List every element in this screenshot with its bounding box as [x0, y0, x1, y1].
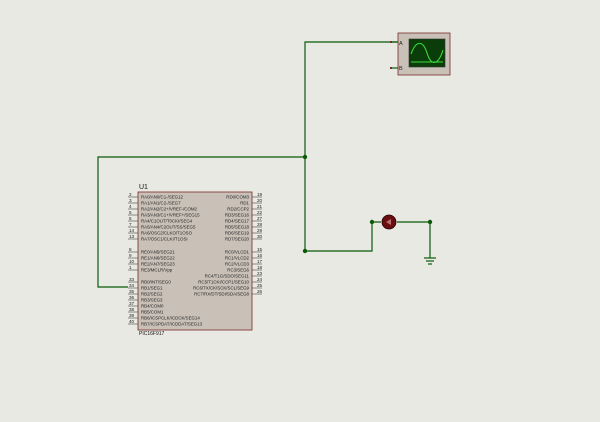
mcu-pin-number: 33	[129, 277, 135, 282]
mcu-pin-number: 22	[257, 210, 263, 215]
mcu-pin-number: 29	[257, 228, 263, 233]
mcu-pin-number: 28	[257, 222, 263, 227]
mcu-pin-label: RE3/MCLR/Vpp	[141, 268, 173, 273]
mcu-pin-number: 25	[257, 283, 263, 288]
mcu-pin-label: RA6/OSC2/CLKO/T1OSO	[141, 231, 193, 236]
mcu-pin-label: RB7/ICSPDAT/ICDDAT/SEG13	[141, 322, 203, 327]
mcu-pin-number: 30	[257, 234, 263, 239]
mcu-pin-label: RB4/COM0	[141, 304, 164, 309]
mcu-pin-label: RC2/VLCD3	[225, 262, 250, 267]
mcu-pin-number: 9	[129, 253, 132, 258]
mcu-pin-number: 27	[257, 216, 263, 221]
mcu-pin-label: RC0/VLCD1	[225, 250, 250, 255]
mcu-pin-label: RA3/AN3/C1+/VREF+/SEG15	[141, 213, 200, 218]
mcu-pin-number: 37	[129, 301, 135, 306]
mcu-pin-number: 3	[129, 198, 132, 203]
mcu-pin-label: RC6/TX/CK/SCK/SCL/SEG9	[193, 286, 249, 291]
led-symbol	[386, 219, 391, 225]
led-component[interactable]	[381, 214, 397, 230]
mcu-pin-label: RB6/ICSPCLK/ICDCK/SEG14	[141, 316, 200, 321]
mcu-pin-label: RD1	[240, 201, 249, 206]
wire-osc-a-top	[304, 41, 398, 157]
mcu-pin-label: RD3/SEG16	[225, 213, 250, 218]
mcu-pin-label: RE0/AN5/SEG21	[141, 250, 175, 255]
mcu-pin-number: 16	[257, 253, 263, 258]
mcu-pin-label: RB5/COM1	[141, 310, 164, 315]
mcu-pin-number: 4	[129, 204, 132, 209]
mcu-part-name: PIC16F917	[139, 331, 165, 337]
mcu-pin-label: RD5/SEG18	[225, 225, 250, 230]
oscilloscope-terminal-a[interactable]	[390, 41, 392, 43]
mcu-pin-number: 26	[257, 289, 263, 294]
junction-dot-2	[302, 248, 308, 254]
mcu-pin-label: RD6/SEG19	[225, 231, 250, 236]
mcu-pin-number: 23	[257, 271, 263, 276]
junction-dot-1	[302, 154, 308, 160]
mcu-pin-label: RA1/AN1/C2-/SEG7	[141, 201, 181, 206]
mcu-pin-label: RD0/COM3	[226, 195, 249, 200]
mcu-pin-label: RC5/T1CKI/CCP1/SEG10	[198, 280, 249, 285]
mcu-pin-number: 6	[129, 216, 132, 221]
mcu-pin-label: RD2/CCP2	[227, 207, 249, 212]
mcu-pin-label: RC4/T1G/SDO/SEG11	[205, 274, 250, 279]
junction-dot-3	[369, 219, 375, 225]
wire-vertical-to-led	[304, 157, 381, 252]
mcu-pin-number: 7	[129, 222, 132, 227]
mcu-pin-number: 13	[129, 234, 135, 239]
mcu-pin-label: RC7/RX/DT/SDI/SDA/SEG8	[194, 292, 249, 297]
mcu-pin-number: 2	[129, 192, 132, 197]
mcu-pin-label: RC3/SEG6	[227, 268, 249, 273]
mcu-pin-number: 17	[257, 259, 263, 264]
wire-rb0-loop	[97, 156, 305, 288]
wires	[97, 41, 433, 288]
mcu-pin-label: RD7/SEG20	[225, 237, 250, 242]
mcu-pin-label: RE2/AN7/SEG23	[141, 262, 175, 267]
mcu-pin-number: 20	[257, 198, 263, 203]
mcu-pin-number: 21	[257, 204, 263, 209]
mcu-pin-label: RA4/C1OUT/T0CKI/SEG4	[141, 219, 193, 224]
oscilloscope-channel-a: A	[399, 41, 403, 47]
mcu-pin-number: 36	[129, 295, 135, 300]
mcu-pin-label: RB2/SEG2	[141, 292, 163, 297]
junction-dot-4	[427, 219, 433, 225]
mcu-pin-number: 5	[129, 210, 132, 215]
mcu-pin-number: 14	[129, 228, 135, 233]
mcu-pin-label: RD4/SEG17	[225, 219, 250, 224]
mcu-pin-label: RA5/AN4/C2OUT/SS/SEG5	[141, 225, 196, 230]
mcu-pin-label: RB0/INT/SEG0	[141, 280, 171, 285]
mcu-pin-label: RA0/AN0/C1-/SEG12	[141, 195, 184, 200]
mcu-pin-label: RA2/AN2/C2+/VREF-/COM2	[141, 207, 198, 212]
mcu-pin-number: 38	[129, 307, 135, 312]
oscilloscope-terminal-b[interactable]	[390, 67, 392, 69]
mcu-designator: U1	[139, 184, 148, 191]
mcu-pin-label: RA7/OSC1/CLKI/T1OSI	[141, 237, 188, 242]
mcu-pin-number: 34	[129, 283, 135, 288]
mcu-pin-number: 1	[129, 265, 132, 270]
mcu-pin-number: 18	[257, 265, 263, 270]
mcu-pin-number: 35	[129, 289, 135, 294]
mcu-pin-number: 24	[257, 277, 263, 282]
ground-symbol	[424, 257, 436, 265]
oscilloscope-channel-b: B	[399, 66, 403, 72]
mcu-pin-number: 19	[257, 192, 263, 197]
mcu-body	[137, 191, 253, 331]
oscilloscope-trace	[410, 42, 444, 63]
mcu-pin-label: RC1/VLCD2	[225, 256, 250, 261]
mcu-pin-number: 15	[257, 247, 263, 252]
oscilloscope[interactable]: A B	[390, 32, 451, 76]
mcu-pin-label: RE1/AN6/SEG22	[141, 256, 175, 261]
mcu-pin-number: 40	[129, 319, 135, 324]
mcu-pin-label: RB1/SEG1	[141, 286, 163, 291]
mcu-pin-number: 8	[129, 247, 132, 252]
mcu-pin-number: 10	[129, 259, 135, 264]
mcu-pin-number: 39	[129, 313, 135, 318]
mcu-pin-label: RB3/SEG3	[141, 298, 163, 303]
